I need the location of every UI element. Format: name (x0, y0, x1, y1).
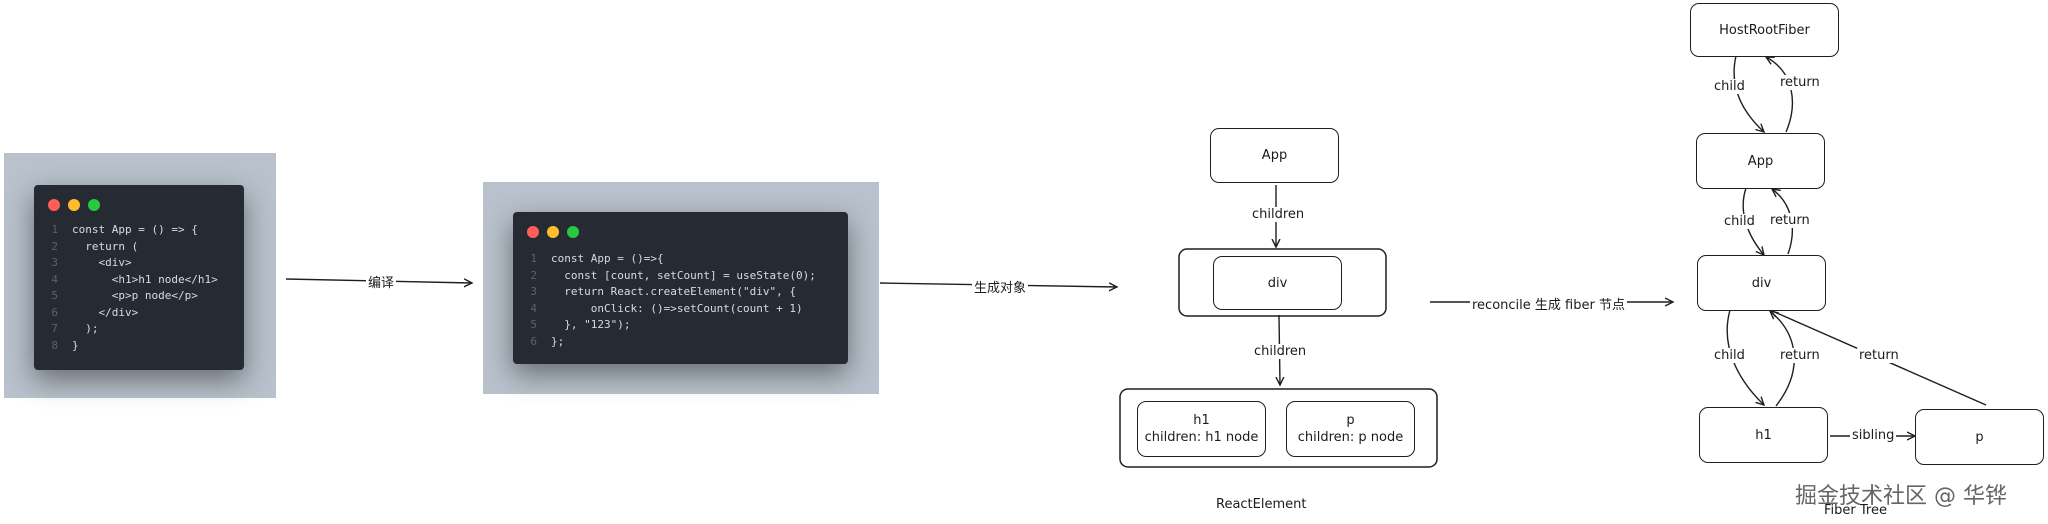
line-number: 6 (51, 305, 58, 319)
line-number: 2 (51, 239, 58, 253)
react-element-h1: h1 children: h1 node (1137, 401, 1266, 457)
fiber-host-root: HostRootFiber (1690, 3, 1839, 57)
label-children-2: children (1252, 344, 1309, 359)
close-dot-icon (48, 199, 60, 211)
h1-title: h1 (1193, 413, 1210, 428)
code-text: const App = () => { (72, 223, 198, 236)
fiber-app: App (1696, 133, 1825, 189)
code-panel-create-element: 1 const App = ()=>{ 2 const [count, setCou… (483, 182, 879, 394)
minimize-dot-icon (547, 226, 559, 238)
line-number: 1 (530, 252, 537, 265)
fiber-p: p (1915, 409, 2044, 465)
line-number: 4 (530, 301, 537, 315)
code-block-create-element: 1 const App = ()=>{ 2 const [count, setCou… (517, 252, 842, 352)
code-line: 4 <h1>h1 node</h1> (38, 273, 238, 290)
code-line: 3 return React.createElement("div", { (517, 285, 842, 302)
line-number: 3 (530, 285, 537, 298)
label-compile: 编译 (366, 272, 397, 291)
arrow-root-child (1733, 55, 1764, 132)
code-line: 3 <div> (38, 256, 238, 273)
code-text: }, "123"); (551, 318, 631, 331)
code-line: 2 const [count, setCount] = useState(0); (517, 269, 842, 286)
line-number: 3 (51, 256, 58, 269)
label-return-p: return (1857, 348, 1901, 363)
code-text: return React.createElement("div", { (551, 285, 797, 298)
minimize-dot-icon (68, 199, 80, 211)
code-line: 6}; (517, 335, 842, 352)
label-generate: 生成对象 (972, 277, 1029, 296)
code-text: <p>p node</p> (72, 289, 198, 302)
code-line: 1 const App = () => { (38, 223, 238, 240)
label-child-div: child (1712, 348, 1747, 363)
children-container-outline (1119, 388, 1438, 468)
code-line: 8} (38, 339, 238, 356)
line-number: 6 (530, 334, 537, 348)
code-editor-create-element: 1 const App = ()=>{ 2 const [count, setCou… (513, 212, 848, 364)
arrow-app-return-root (1766, 57, 1793, 133)
label-sibling: sibling (1850, 428, 1897, 443)
line-number: 5 (530, 318, 537, 331)
watermark: 掘金技术社区 @ 华铧 (1795, 484, 2007, 509)
label-child-app: child (1722, 214, 1757, 229)
label-return-root: return (1778, 75, 1822, 90)
line-number: 2 (530, 268, 537, 282)
code-text: <h1>h1 node</h1> (72, 272, 218, 286)
caption-fiber-tree: Fiber Tree (1824, 503, 1887, 518)
p-children: children: p node (1297, 430, 1404, 445)
code-text: <div> (72, 256, 132, 269)
fiber-div: div (1697, 255, 1826, 311)
code-line: 2 return ( (38, 240, 238, 257)
line-number: 7 (51, 322, 58, 335)
code-text: ); (72, 322, 99, 335)
code-text: const App = ()=>{ (551, 252, 664, 265)
div-container-outline (1178, 248, 1387, 317)
code-text: } (72, 338, 79, 352)
react-element-div: div (1213, 256, 1342, 310)
label-return-div: return (1778, 348, 1822, 363)
code-line: 5 }, "123"); (517, 318, 842, 335)
code-line: 7 ); (38, 322, 238, 339)
code-line: 1 const App = ()=>{ (517, 252, 842, 269)
p-title: p (1346, 413, 1355, 428)
code-text: const [count, setCount] = useState(0); (551, 268, 816, 282)
window-controls (527, 226, 579, 238)
code-text: }; (551, 334, 565, 348)
react-element-p: p children: p node (1286, 401, 1415, 457)
code-line: 5 <p>p node</p> (38, 289, 238, 306)
line-number: 8 (51, 338, 58, 352)
code-text: onClick: ()=>setCount(count + 1) (551, 301, 803, 315)
window-controls (48, 199, 100, 211)
label-return-app: return (1768, 213, 1812, 228)
caption-react-element: ReactElement (1216, 497, 1307, 512)
code-line: 6 </div> (38, 306, 238, 323)
fiber-h1: h1 (1699, 407, 1828, 463)
label-child-root: child (1712, 79, 1747, 94)
maximize-dot-icon (88, 199, 100, 211)
code-text: </div> (72, 305, 139, 319)
line-number: 1 (51, 223, 58, 236)
label-reconcile: reconcile 生成 fiber 节点 (1470, 294, 1627, 313)
line-number: 5 (51, 289, 58, 302)
label-children-1: children (1250, 207, 1307, 222)
line-number: 4 (51, 272, 58, 286)
code-line: 4 onClick: ()=>setCount(count + 1) (517, 302, 842, 319)
close-dot-icon (527, 226, 539, 238)
maximize-dot-icon (567, 226, 579, 238)
h1-children: children: h1 node (1144, 430, 1259, 445)
code-text: return ( (72, 239, 139, 253)
react-element-app: App (1210, 128, 1339, 183)
